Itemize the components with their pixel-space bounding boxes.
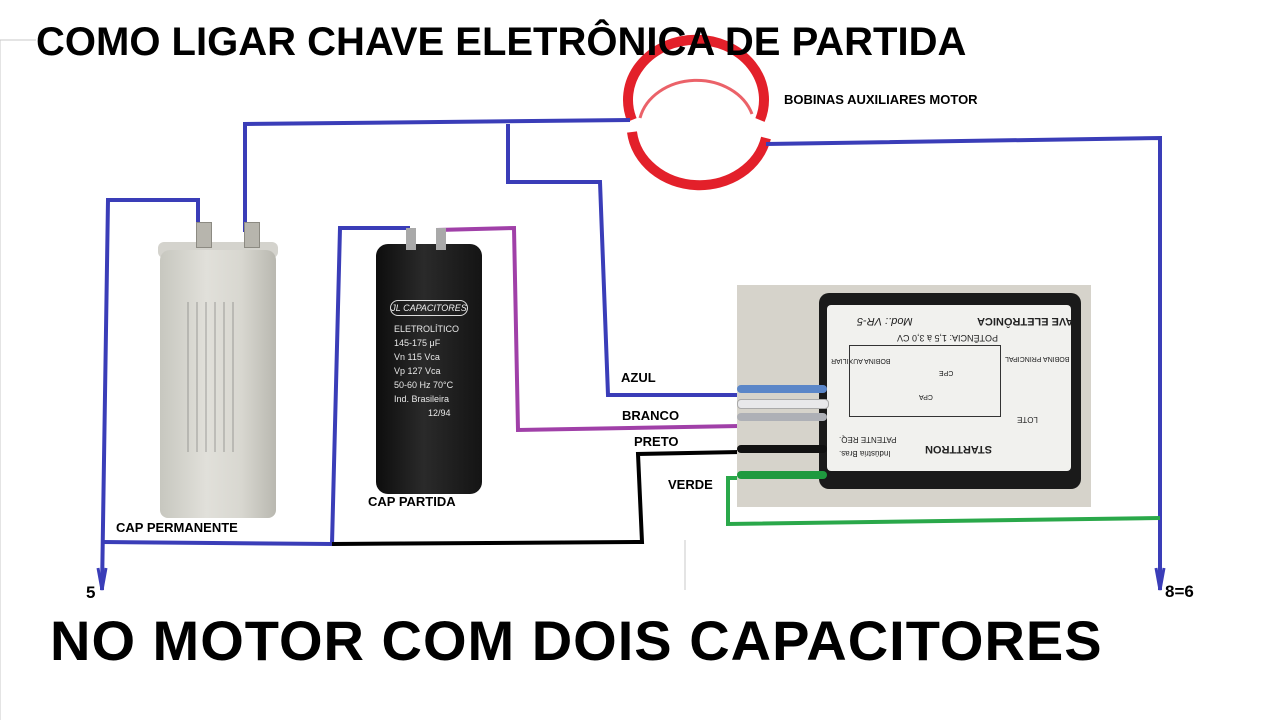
switch-bobina-principal: BOBINA PRINCIPAL — [1005, 355, 1070, 362]
switch-brand: STARTTRON — [925, 443, 993, 455]
wire-label-azul: AZUL — [621, 370, 656, 385]
capacitor-brand: JL CAPACITORES — [390, 300, 468, 316]
electronic-switch: CHAVE ELETRÔNICA Mod.: VR-5 POTÊNCIA: 1,… — [737, 285, 1091, 507]
switch-power: POTÊNCIA: 1,5 à 3,0 CV — [897, 333, 999, 343]
terminal-8-6-arrow — [1154, 567, 1166, 591]
terminal-5-arrow — [96, 567, 108, 591]
switch-lot: LOTE — [1017, 415, 1038, 424]
permanent-capacitor — [158, 222, 278, 522]
capacitor-capacitance: 145-175 μF — [394, 338, 441, 348]
wire-label-preto: PRETO — [634, 434, 679, 449]
capacitor-type: ELETROLÍTICO — [394, 324, 460, 334]
switch-industry: Indústria Bras. — [839, 449, 891, 458]
page-subtitle: NO MOTOR COM DOIS CAPACITORES — [50, 609, 1103, 672]
capacitor-vn: Vn 115 Vca — [394, 352, 440, 362]
switch-model: Mod.: VR-5 — [857, 315, 913, 327]
black-wire — [331, 450, 741, 546]
capacitor-freq-temp: 50-60 Hz 70°C — [394, 380, 454, 390]
capacitor-origin: Ind. Brasileira — [394, 394, 450, 404]
capacitor-vp: Vp 127 Vca — [394, 366, 441, 376]
capacitor-date: 12/94 — [428, 408, 451, 418]
switch-patent: PATENTE REQ. — [839, 435, 897, 444]
cap-permanent-label: CAP PERMANENTE — [116, 520, 238, 535]
page-title: COMO LIGAR CHAVE ELETRÔNICA DE PARTIDA — [36, 20, 967, 64]
green-wire — [726, 476, 1161, 527]
purple-wire — [436, 225, 741, 433]
motor-coil — [623, 34, 771, 191]
cap-start-label: CAP PARTIDA — [368, 494, 456, 509]
blue-wire-coil-right — [765, 135, 1162, 590]
blue-wire-perm-cap — [100, 198, 200, 591]
terminal-5-label: 5 — [86, 583, 96, 602]
terminal-8-6-label: 8=6 — [1165, 582, 1194, 601]
wire-label-branco: BRANCO — [622, 408, 680, 423]
blue-wire-top — [243, 118, 631, 232]
wire-label-verde: VERDE — [668, 477, 713, 492]
switch-name: CHAVE ELETRÔNICA — [977, 315, 1071, 327]
start-capacitor: JL CAPACITORES ELETROLÍTICO 145-175 μF V… — [376, 222, 482, 494]
blue-wire-down-to-switch — [506, 124, 740, 397]
coil-label: BOBINAS AUXILIARES MOTOR — [784, 92, 978, 107]
